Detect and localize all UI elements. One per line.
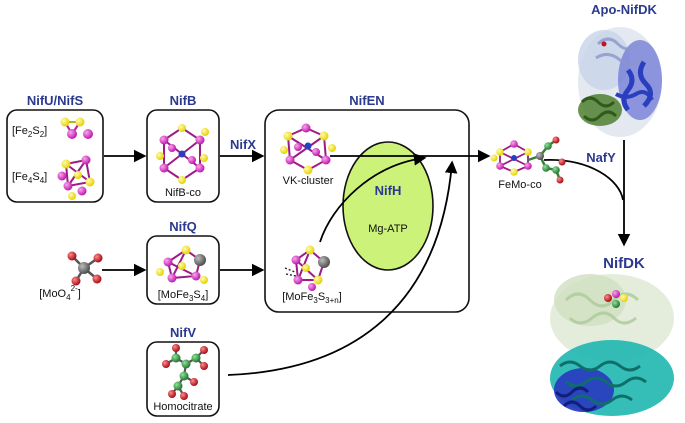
mg-atp-label: Mg-ATP [368,223,408,235]
arrow-mofe3s3n-to-femoco [319,153,427,243]
homocitrate-molecule-icon [162,344,208,400]
vk-cluster-icon [280,123,336,175]
nifb-label: NifB [170,93,197,108]
femo-co-label: FeMo-co [498,179,541,191]
nifu-nifs-label: NifU/NifS [27,93,84,108]
fe4s4-cluster-icon [57,155,95,200]
nifu-nifs-box [6,109,104,203]
fe2s2-label: [Fe2S2] [12,125,47,139]
nifb-co-cluster-icon [156,124,209,184]
nifv-label: NifV [170,325,196,340]
nifdk-label: NifDK [603,255,645,272]
nifq-label: NifQ [169,219,196,234]
mofe3s4-label: [MoFe3S4] [158,289,209,303]
nifb-co-label: NifB-co [165,187,201,199]
homocitrate-label: Homocitrate [153,401,212,413]
moo4-label: [MoO42-] [39,284,81,302]
apo-nifdk-label: Apo-NifDK [591,2,657,17]
femo-co-cluster-icon [490,136,566,184]
nifx-label: NifX [230,137,256,152]
nifdk-protein-icon [550,274,674,416]
nifen-label: NifEN [349,93,384,108]
mofe3s3n-cluster-icon [284,245,330,291]
fe2s2-cluster-icon [60,117,93,139]
moo4-molecule-icon [67,251,103,286]
arrow-homocitrate-to-nifen [227,160,458,376]
fe4s4-label: [Fe4S4] [12,171,47,185]
arrow-femoco-to-nafy [543,159,624,201]
mofe3s4-cluster-icon [156,245,208,284]
vk-cluster-label: VK-cluster [283,175,334,187]
nifh-label: NifH [375,183,402,198]
apo-nifdk-protein-icon [578,27,662,137]
nafy-label: NafY [586,150,616,165]
nifh-ellipse [342,141,434,271]
mofe3s3n-label: [MoFe3S3+n] [282,291,342,305]
